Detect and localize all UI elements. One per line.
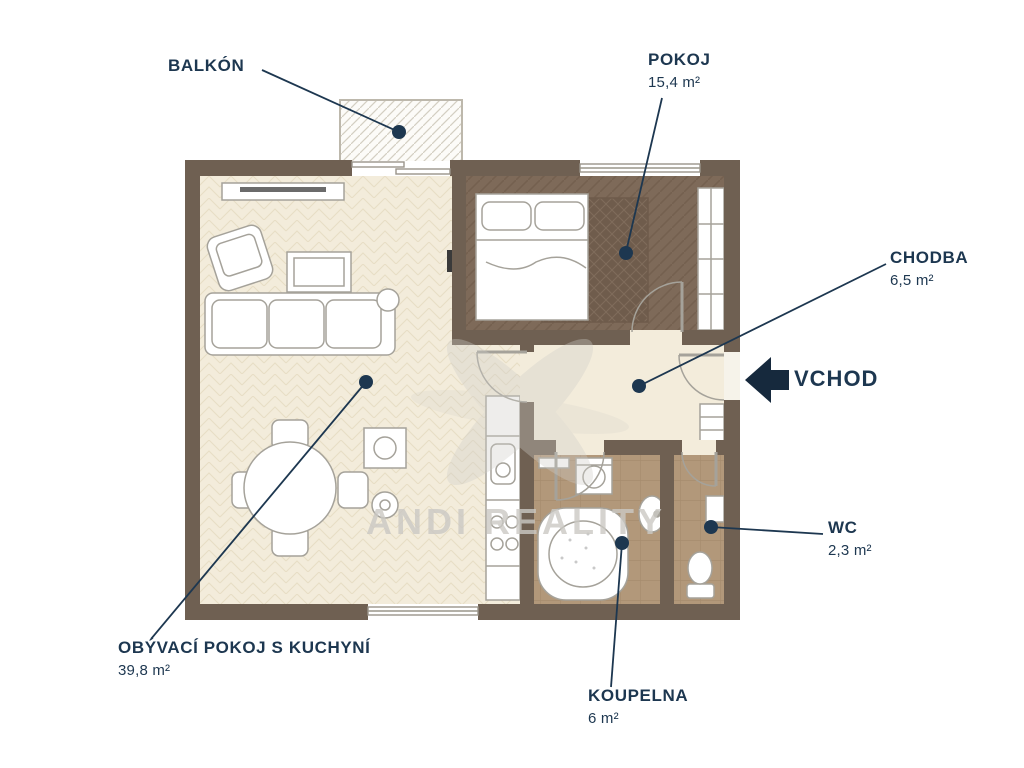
label-wc: WC 2,3 m² <box>828 518 872 559</box>
toilet <box>686 551 715 599</box>
coffee-table <box>286 251 352 293</box>
dining-table-set <box>231 419 369 557</box>
callout-dot-wc <box>704 520 718 534</box>
sofa <box>204 288 400 356</box>
callout-line-wc <box>710 526 824 535</box>
doors <box>476 281 740 501</box>
tv-sideboard <box>221 182 345 201</box>
bed <box>475 193 589 321</box>
label-vchod: VCHOD <box>794 366 878 392</box>
wc-sink <box>705 495 725 523</box>
watermark-text: ANDI REALITY <box>366 501 666 542</box>
bedroom-furniture <box>475 187 725 331</box>
wc-door <box>681 451 718 487</box>
room-name-balkon: BALKÓN <box>168 56 245 75</box>
label-obyvaci-pokoj: OBÝVACÍ POKOJ S KUCHYNÍ 39,8 m² <box>118 638 370 679</box>
living-room-door <box>476 350 528 403</box>
label-koupelna: KOUPELNA 6 m² <box>588 686 688 727</box>
room-area-chodba: 6,5 m² <box>890 272 934 289</box>
callout-line-chodba <box>638 263 887 387</box>
kitchen-island <box>363 427 407 519</box>
bedroom-door <box>631 281 684 333</box>
label-pokoj: POKOJ 15,4 m² <box>648 50 711 91</box>
room-area-koupelna: 6 m² <box>588 710 619 727</box>
callout-dot-koupelna <box>615 536 629 550</box>
room-name-wc: WC <box>828 518 858 537</box>
callout-dot-obyvaci <box>359 375 373 389</box>
label-balkon: BALKÓN <box>168 56 244 76</box>
room-area-obyvaci-pokoj: 39,8 m² <box>118 662 171 679</box>
bathroom-radiator <box>538 457 570 469</box>
room-name-obyvaci-pokoj: OBÝVACÍ POKOJ S KUCHYNÍ <box>118 638 371 657</box>
callout-dots <box>359 125 718 550</box>
room-name-vchod: VCHOD <box>794 366 879 391</box>
callout-line-obyvaci <box>150 381 367 640</box>
bathroom-furniture <box>537 457 666 601</box>
walls <box>185 160 740 620</box>
living-room-furniture <box>204 182 521 601</box>
callout-line-koupelna <box>610 542 623 688</box>
hallway-cabinet <box>699 403 725 445</box>
wall-tv <box>447 250 456 272</box>
callout-line-balkon <box>261 69 400 133</box>
wardrobe <box>697 187 725 331</box>
callout-lines <box>150 69 887 688</box>
sofa-pillow <box>376 288 400 312</box>
bathroom-door <box>554 451 605 501</box>
callout-dot-chodba <box>632 379 646 393</box>
label-chodba: CHODBA 6,5 m² <box>890 248 968 289</box>
callout-dot-pokoj <box>619 246 633 260</box>
entrance-arrow-icon <box>745 357 789 403</box>
balcony-door <box>351 161 451 175</box>
watermark-logo-icon <box>411 338 629 486</box>
hallway-floor <box>534 345 724 440</box>
armchair <box>206 224 274 292</box>
room-name-pokoj: POKOJ <box>648 50 711 69</box>
room-name-koupelna: KOUPELNA <box>588 686 689 705</box>
bathtub <box>537 507 629 601</box>
callout-dot-balkon <box>392 125 406 139</box>
room-name-chodba: CHODBA <box>890 248 969 267</box>
living-room-window <box>367 605 479 619</box>
kitchen-counter <box>485 395 521 601</box>
bedroom-window <box>579 161 701 175</box>
callout-line-pokoj <box>625 97 663 253</box>
washing-machine <box>575 457 613 495</box>
room-area-wc: 2,3 m² <box>828 542 872 559</box>
wc-furniture <box>686 495 725 599</box>
room-area-pokoj: 15,4 m² <box>648 74 701 91</box>
windows <box>351 161 701 619</box>
